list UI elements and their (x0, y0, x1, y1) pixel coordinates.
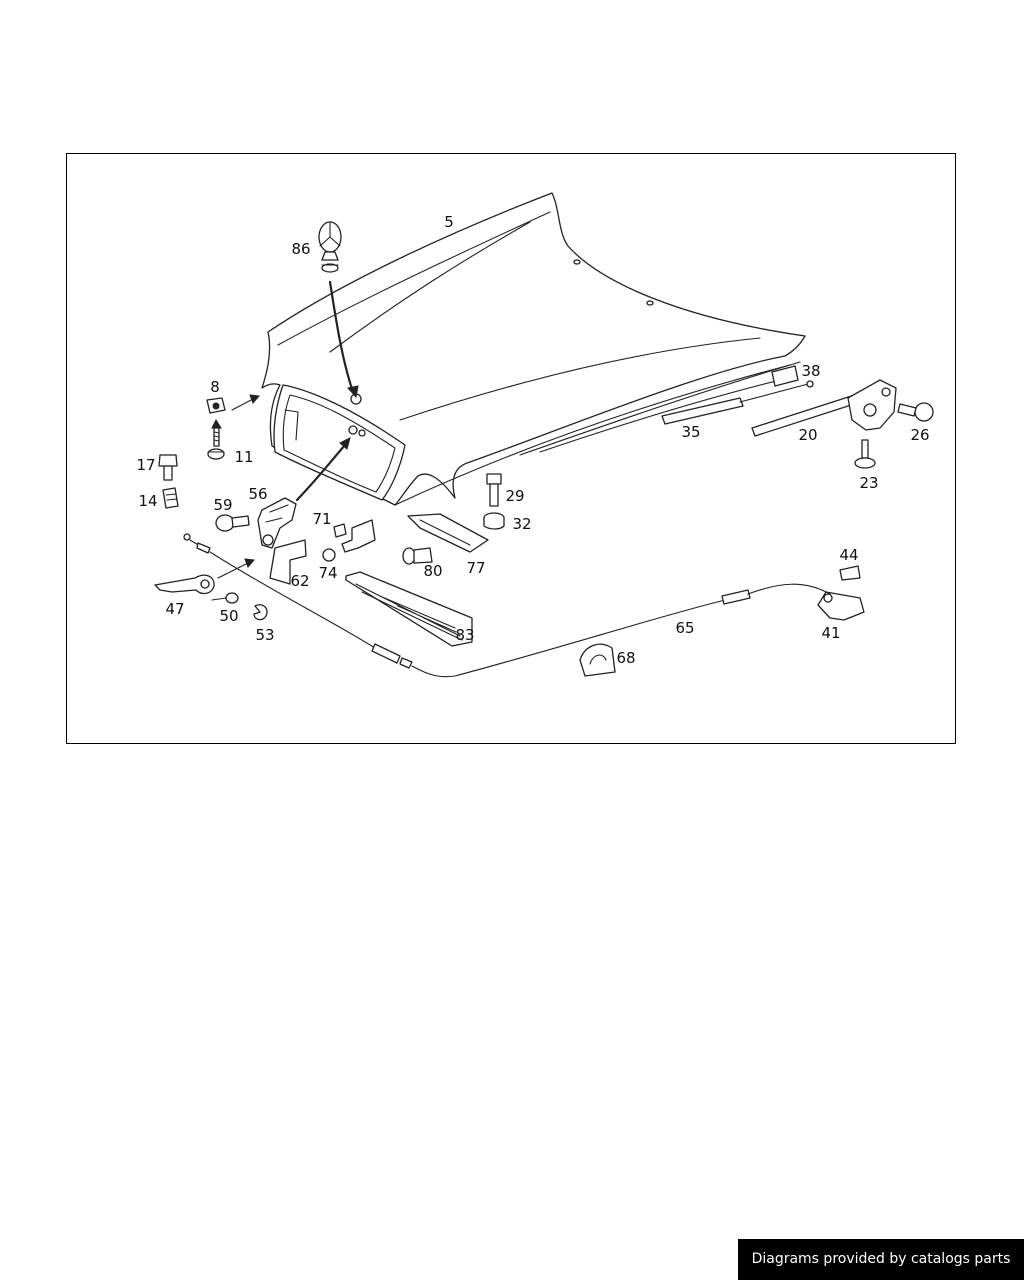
part-label: 77 (466, 559, 485, 577)
clip-part-44[interactable] (839, 565, 861, 581)
part-label: 26 (910, 426, 929, 444)
bolt-part-17[interactable] (158, 454, 178, 481)
hook-part-47[interactable] (154, 574, 215, 595)
bracket-part-71b[interactable] (341, 519, 376, 553)
lock-part-56[interactable] (257, 497, 297, 549)
hinge-part-20b[interactable] (847, 379, 897, 431)
part-label: 11 (234, 448, 253, 466)
buffer-part-32[interactable] (483, 512, 505, 530)
part-label: 23 (859, 474, 878, 492)
part-label: 80 (423, 562, 442, 580)
part-label: 8 (210, 378, 220, 396)
star-emblem-part-86[interactable] (318, 221, 342, 273)
spring-part-50[interactable] (211, 592, 239, 604)
part-label: 29 (505, 487, 524, 505)
emblem-arrow-head (347, 385, 359, 399)
part-label: 17 (136, 456, 155, 474)
clip-part-71[interactable] (333, 523, 347, 538)
lock-arrow (295, 443, 347, 502)
part-label: 44 (839, 546, 858, 564)
hook-arrow-head (244, 558, 255, 568)
part-label: 20 (798, 426, 817, 444)
clip-part-53[interactable] (253, 604, 268, 621)
bolt-part-29[interactable] (486, 473, 502, 507)
part-label: 83 (455, 626, 474, 644)
part-label: 38 (801, 362, 820, 380)
clip-arrow-head (249, 394, 260, 404)
clip-arrow (231, 397, 256, 411)
part-label: 14 (138, 492, 157, 510)
part-label: 5 (444, 213, 454, 231)
part-label: 41 (821, 624, 840, 642)
hook-arrow (217, 561, 251, 579)
part-label: 71 (312, 510, 331, 528)
cable-clip-part-68[interactable] (579, 643, 616, 677)
plug-part-80[interactable] (402, 547, 433, 565)
part-label: 59 (213, 496, 232, 514)
bushing-part-74[interactable] (322, 548, 336, 562)
grille-part-83[interactable] (345, 571, 473, 647)
screw-arrow-head (211, 418, 222, 429)
part-label: 62 (290, 572, 309, 590)
part-label: 32 (512, 515, 531, 533)
handle-part-41[interactable] (817, 591, 865, 621)
part-label: 35 (681, 423, 700, 441)
part-label: 68 (616, 649, 635, 667)
bolt-part-23[interactable] (854, 439, 876, 469)
emblem-arrow (328, 280, 355, 394)
cover-part-77[interactable] (407, 513, 489, 553)
hood-part-5[interactable] (261, 192, 806, 506)
bolt-part-26[interactable] (897, 402, 934, 422)
part-label: 56 (248, 485, 267, 503)
gas-strut-part-35[interactable] (661, 380, 814, 425)
part-label: 74 (318, 564, 337, 582)
bolt-part-59[interactable] (215, 514, 250, 532)
lock-arrow-head (339, 437, 351, 450)
clip-part-38[interactable] (771, 365, 799, 387)
part-label: 53 (255, 626, 274, 644)
part-label: 65 (675, 619, 694, 637)
credit-banner: Diagrams provided by catalogs parts (738, 1239, 1024, 1280)
release-cable-part-65[interactable] (183, 533, 831, 678)
screw-part-11[interactable] (207, 427, 225, 460)
part-labels: 5 86 8 11 17 14 59 56 71 74 62 47 50 53 … (136, 213, 929, 667)
part-label: 86 (291, 240, 310, 258)
bracket-part-14[interactable] (162, 487, 179, 509)
clip-part-8[interactable] (206, 397, 226, 414)
part-label: 50 (219, 607, 238, 625)
plate-part-62[interactable] (269, 539, 307, 585)
part-label: 47 (165, 600, 184, 618)
